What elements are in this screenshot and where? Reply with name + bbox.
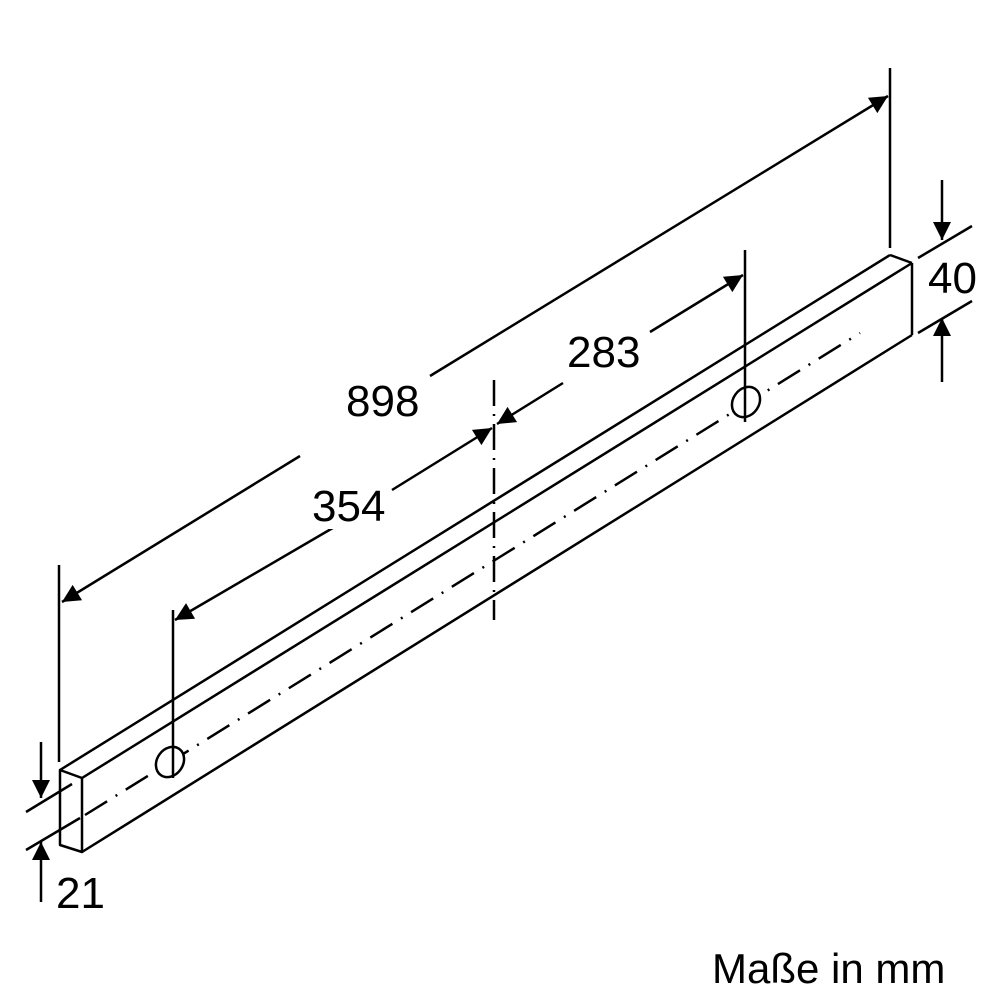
- dim-label-354: 354: [308, 485, 390, 529]
- dim-line-898-b: [429, 94, 889, 378]
- left-hole: [154, 745, 186, 779]
- bar-centerline: [84, 331, 861, 817]
- dim-40-ext-bottom: [917, 299, 973, 335]
- dim-label-21: 21: [56, 869, 105, 918]
- bar-body: [58, 253, 914, 854]
- dim-label-898: 898: [342, 380, 424, 424]
- dim-line-354-a: [174, 513, 356, 622]
- dim-line-283-a: [496, 381, 564, 426]
- dim-line-898-a: [61, 454, 301, 604]
- dim-line-354-b: [391, 426, 493, 492]
- units-caption: Maße in mm: [712, 945, 946, 992]
- dim-line-283-b: [649, 273, 744, 334]
- dim-label-40: 40: [928, 254, 977, 303]
- dim-label-283: 283: [563, 331, 645, 375]
- dim-21-ext-top: [25, 782, 73, 814]
- dim-40-ext-top: [917, 224, 973, 260]
